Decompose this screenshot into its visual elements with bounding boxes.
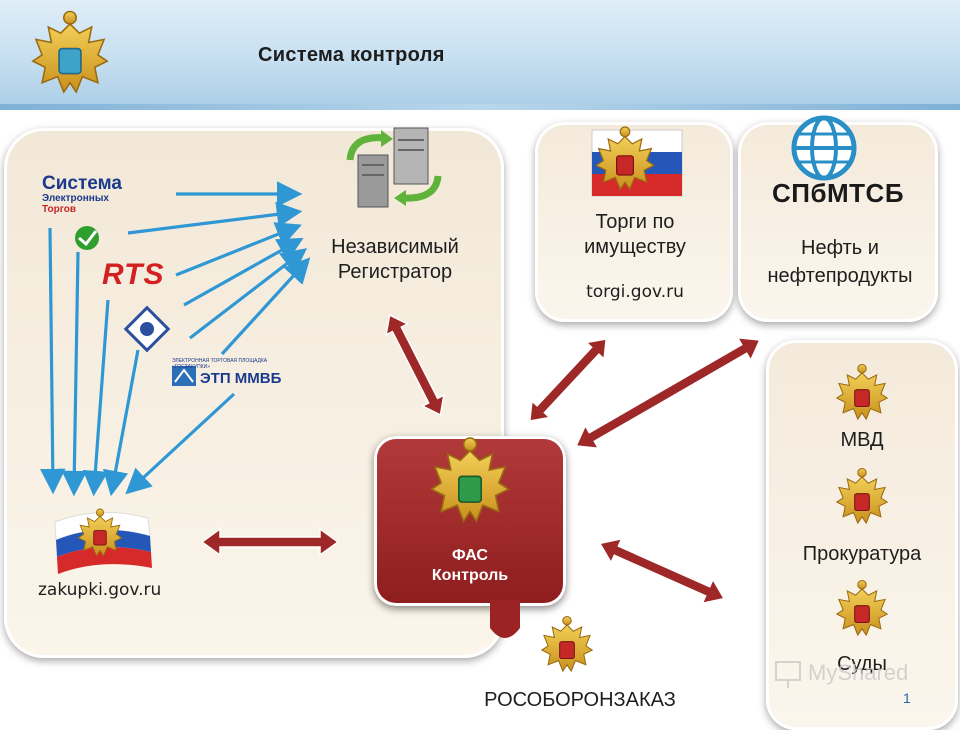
torgi-line2: имуществу [584, 236, 686, 258]
etp-caption: ЭЛЕКТРОННАЯ ТОРГОВАЯ ПЛОЩАДКА «ГОСЗАКУПК… [172, 358, 268, 370]
red-arrow-fas-agencies [598, 537, 726, 605]
etp-mmvb-logo-icon [172, 366, 196, 386]
red-arrow-registrar-fas [385, 313, 445, 417]
registrar-line2: Регистратор [337, 261, 453, 283]
torgi-url[interactable]: torgi.gov.ru [586, 282, 684, 302]
sberbank-logo-icon [75, 226, 99, 250]
prokuratura-emblem-icon [836, 467, 888, 524]
sudy-emblem-icon [836, 579, 888, 636]
set-logo-line3: Торгов [42, 204, 76, 215]
torgi-label: Торги по имуществу [540, 210, 730, 260]
header-strip [0, 104, 960, 110]
globe-logo-icon [791, 115, 857, 181]
registrar-arrows [127, 181, 311, 356]
sudy-label: Суды [837, 653, 887, 675]
set-logo: Система [42, 173, 122, 194]
presentation-icon [775, 661, 801, 688]
zakupki-url[interactable]: zakupki.gov.ru [38, 580, 162, 600]
red-arrow-fas-spb [575, 336, 761, 450]
rts-logo: RTS [102, 258, 165, 291]
etp-diamond-logo-icon [123, 305, 171, 353]
spb-logo: СПбМТСБ [771, 178, 905, 208]
fas-emblem-icon [430, 437, 510, 523]
red-arrow-zakupki-fas [200, 527, 340, 557]
spb-line1: Нефть и [801, 237, 879, 259]
set-logo-line2: Электронных [42, 193, 109, 204]
fas-label: ФАС Контроль [374, 546, 566, 586]
coat-of-arms-icon [32, 10, 108, 93]
page-title: Система контроля [258, 44, 445, 66]
fas-line1: ФАС [452, 547, 488, 564]
page-number: 1 [903, 690, 911, 706]
mvd-emblem-icon [836, 363, 888, 420]
rosoboronzakaz-emblem-icon [541, 615, 593, 672]
registrar-label: Независимый Регистратор [300, 235, 490, 285]
watermark-text: MyShared [808, 660, 909, 685]
set-logo-line1: Система [42, 173, 122, 194]
spb-label: Нефть и нефтепродукты [740, 234, 940, 290]
etp-mmvb-logo: ЭТП ММВБ [200, 370, 282, 387]
server-sync-icon [346, 127, 442, 208]
registrar-line1: Независимый [331, 236, 459, 258]
fas-line2: Контроль [431, 567, 509, 584]
russian-flag-icon [54, 508, 152, 574]
torgi-flag-icon [591, 126, 683, 197]
red-arrow-fas-torgi [528, 338, 608, 422]
header-banner [0, 0, 960, 110]
zakupki-arrows [39, 227, 236, 497]
prokuratura-label: Прокуратура [802, 543, 922, 565]
torgi-line1: Торги по [595, 211, 675, 233]
rosoboronzakaz-label: РОСОБОРОНЗАКАЗ [484, 689, 676, 711]
spb-line2: нефтепродукты [767, 265, 913, 287]
mvd-label: МВД [840, 429, 884, 451]
fas-tab [490, 600, 520, 638]
